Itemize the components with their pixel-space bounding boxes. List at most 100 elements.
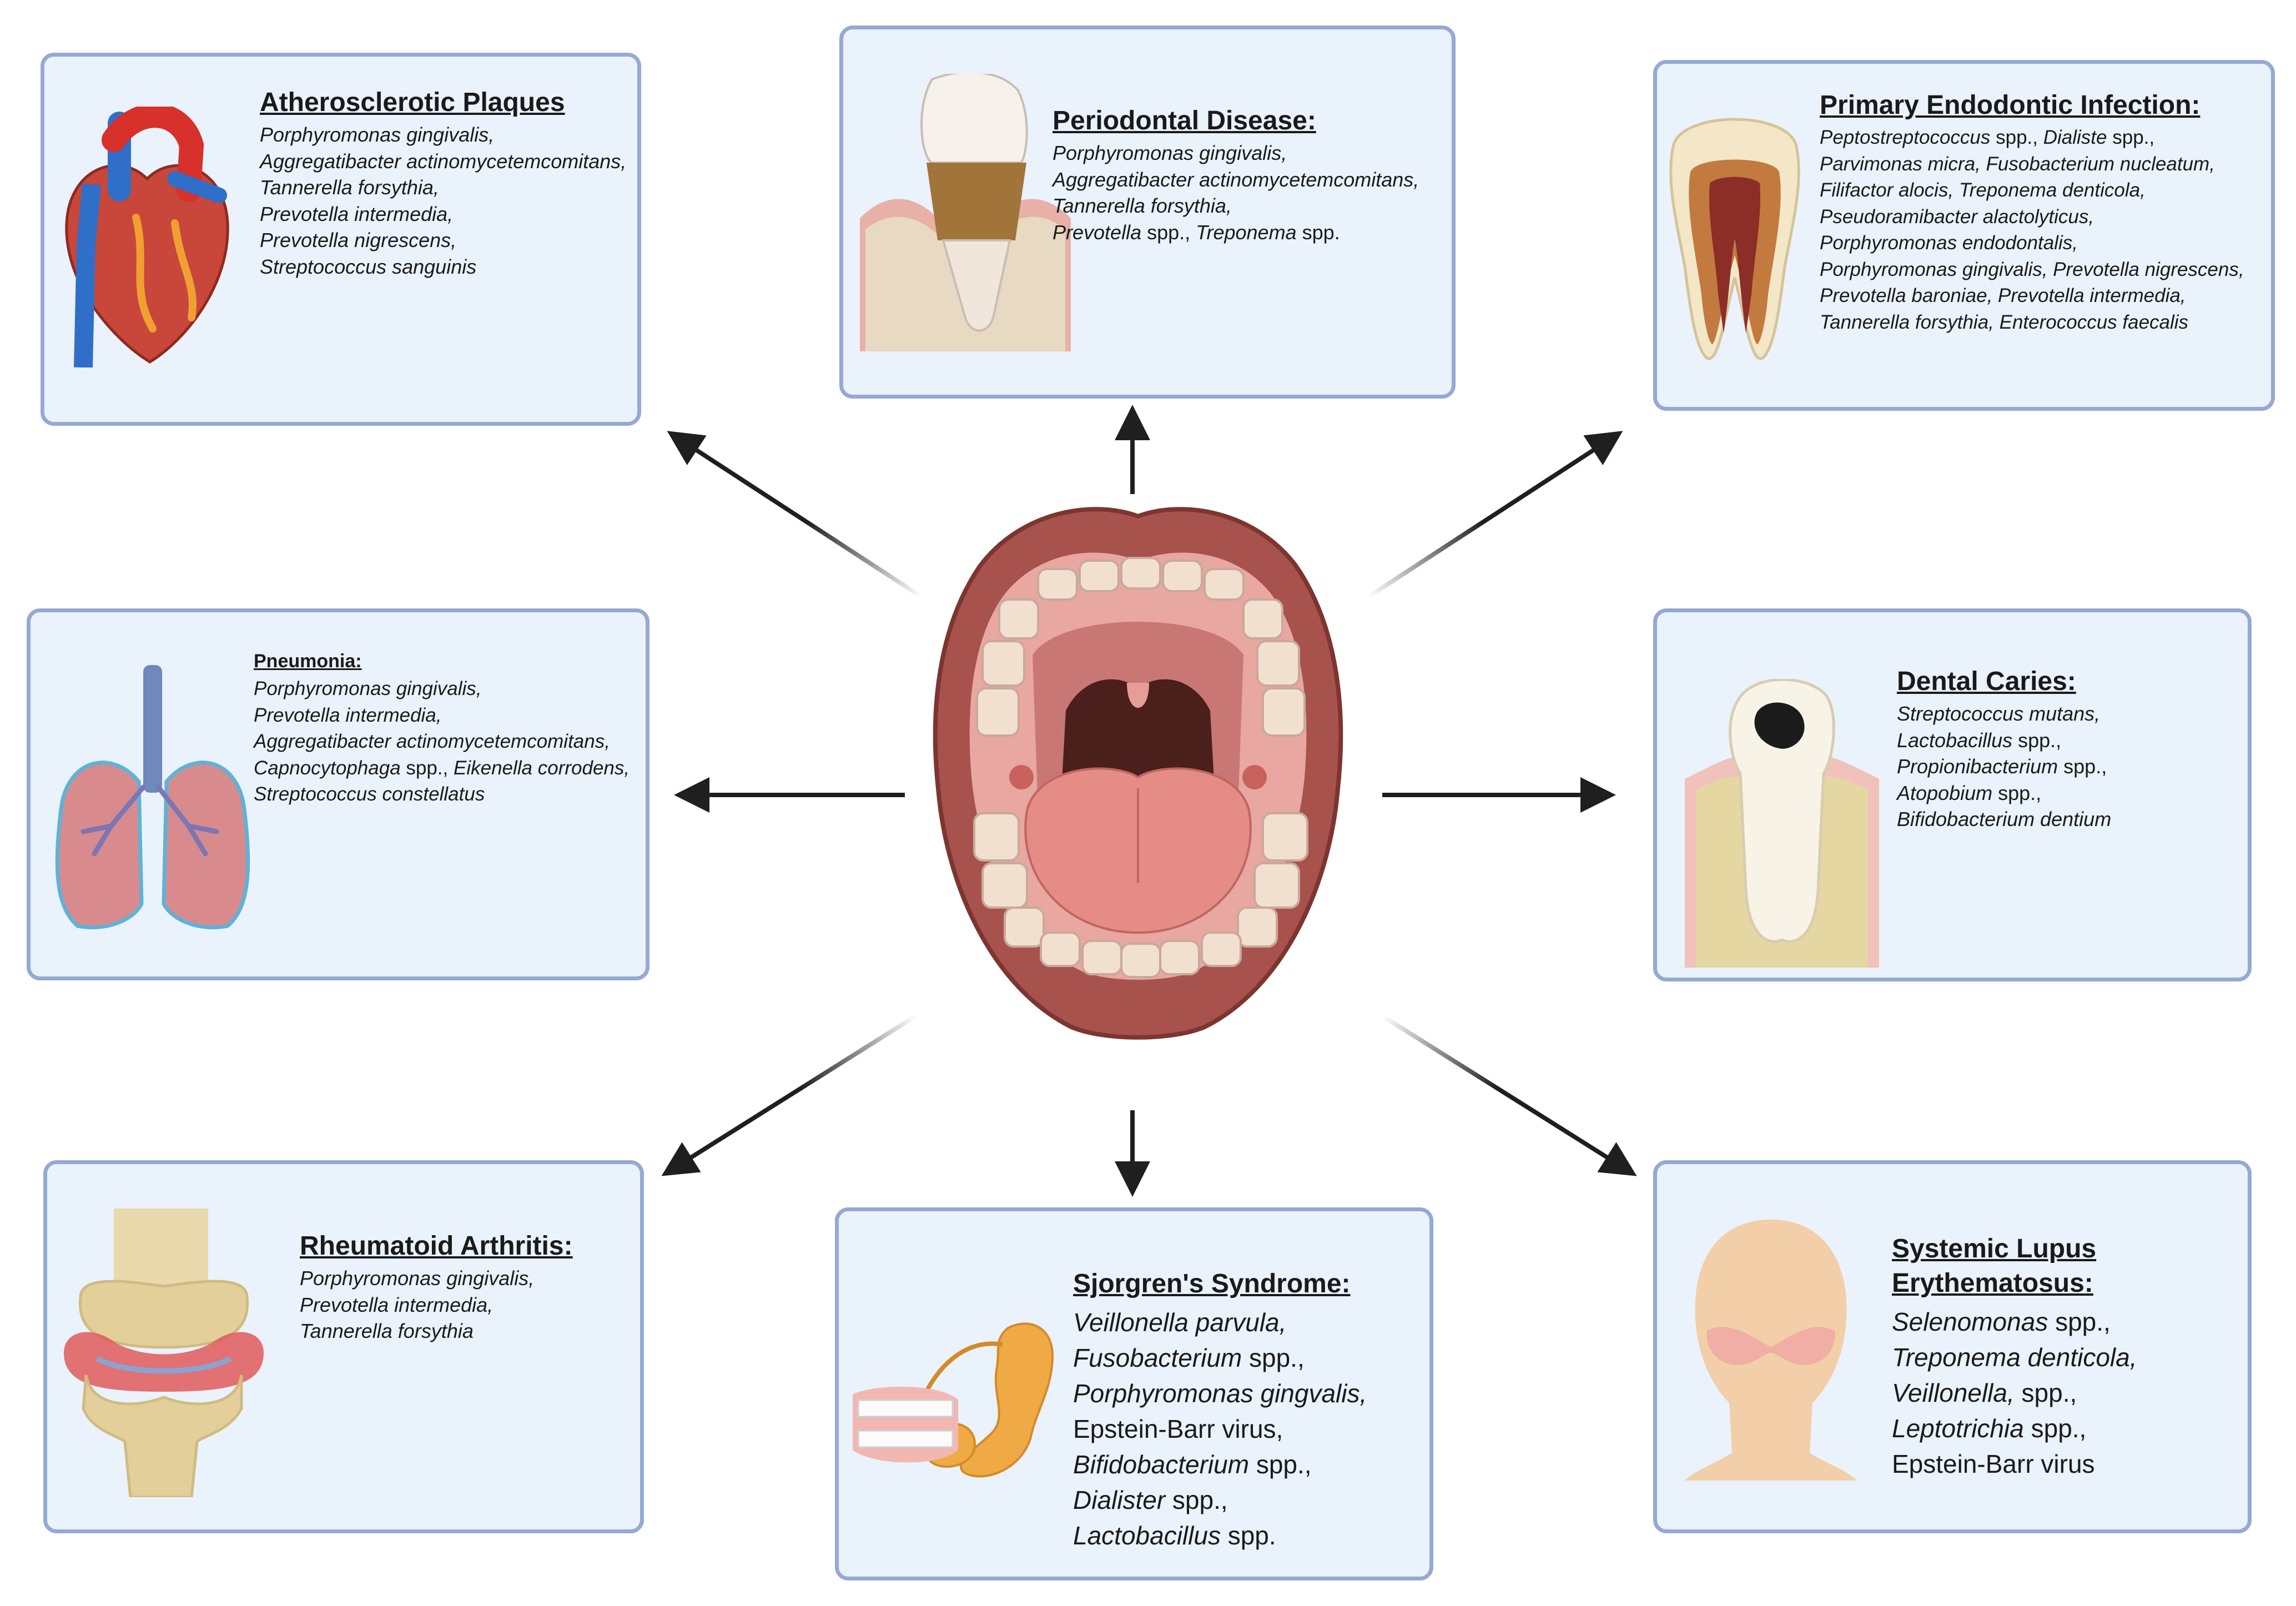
dental-caries-title: Dental Caries:: [1897, 667, 2076, 696]
bacteria-list-item: Porphyromonas gingivalis, Prevotella nig…: [1820, 256, 2244, 283]
organism-qualifier: Epstein-Barr virus,: [1073, 1414, 1283, 1443]
organism-name: Lactobacillus: [1073, 1521, 1221, 1550]
organism-name: Aggregatibacter actinomycetemcomitans,: [260, 149, 627, 173]
pneumonia-title: Pneumonia:: [254, 651, 362, 672]
bacteria-list-item: Veillonella parvula,: [1073, 1305, 1367, 1340]
bacteria-list-item: Fusobacterium spp.,: [1073, 1340, 1367, 1376]
salivary-gland-icon: [853, 1322, 1054, 1478]
periodontal-disease-box: Periodontal Disease: Porphyromonas gingi…: [839, 26, 1456, 399]
organism-name: Peptostreptococcus: [1820, 127, 1991, 148]
periodontal-disease-title: Periodontal Disease:: [1053, 106, 1316, 135]
primary-endodontic-infection-box: Primary Endodontic Infection: Peptostrep…: [1653, 60, 2275, 411]
endodontic-tooth-icon: [1669, 118, 1800, 360]
organism-qualifier: spp.,: [2048, 1307, 2111, 1336]
bacteria-list-item: Porphyromonas endodontalis,: [1820, 230, 2244, 256]
open-mouth-illustration: [933, 507, 1343, 1040]
organism-qualifier: spp.,: [1249, 1450, 1312, 1479]
bacteria-list-item: Prevotella intermedia,: [300, 1292, 573, 1318]
heart-icon: [65, 107, 229, 367]
bacteria-list-item: Epstein-Barr virus: [1892, 1446, 2137, 1482]
organism-name: Tannerella forsythia: [300, 1320, 474, 1342]
bacteria-list-item: Parvimonas micra, Fusobacterium nucleatu…: [1820, 151, 2244, 178]
bacteria-list-item: Porphyromonas gingvalis,: [1073, 1376, 1367, 1411]
carious-tooth-icon: [1685, 679, 1879, 968]
organism-name: Tannerella forsythia,: [1053, 194, 1232, 217]
organism-name: Pseudoramibacter alactolyticus,: [1820, 205, 2094, 228]
bacteria-list-item: Dialister spp.,: [1073, 1482, 1367, 1518]
bacteria-list-item: Prevotella spp., Treponema spp.: [1053, 219, 1419, 246]
organism-name: Veillonella parvula,: [1073, 1308, 1287, 1337]
organism-name: Prevotella baroniae, Prevotella intermed…: [1820, 285, 2186, 306]
bacteria-list-item: Porphyromonas gingivalis,: [1053, 140, 1419, 167]
organism-name: Fusobacterium: [1073, 1343, 1242, 1372]
organism-name: Tannerella forsythia,: [260, 176, 439, 199]
organism-name: Streptococcus mutans,: [1897, 702, 2101, 725]
organism-name: Bifidobacterium: [1073, 1450, 1250, 1479]
organism-name: Porphyromonas gingivalis,: [300, 1267, 535, 1290]
bacteria-list-item: Filifactor alocis, Treponema denticola,: [1820, 177, 2244, 204]
organism-qualifier: spp.,: [1992, 781, 2042, 804]
bacteria-list-item: Porphyromonas gingivalis,: [300, 1265, 573, 1292]
arrow-to-endodontic: [1367, 431, 1623, 599]
organism-name: Aggregatibacter actinomycetemcomitans,: [1053, 168, 1419, 191]
organism-qualifier: spp.,: [1165, 1486, 1228, 1514]
organism-name: Selenomonas: [1892, 1307, 2048, 1336]
organism-qualifier: spp.,: [2023, 1414, 2087, 1443]
organism-name: Dialiste: [2043, 127, 2107, 148]
bacteria-list-item: Tannerella forsythia, Enterococcus faeca…: [1820, 309, 2244, 336]
bacteria-list-item: Tannerella forsythia: [300, 1318, 573, 1345]
bacteria-list-item: Epstein-Barr virus,: [1073, 1411, 1367, 1447]
sjogren-bacteria-list: Veillonella parvula, Fusobacterium spp., P…: [1073, 1305, 1367, 1553]
bacteria-list-item: Treponema denticola,: [1892, 1340, 2137, 1375]
organism-name: Filifactor alocis, Treponema denticola,: [1820, 179, 2146, 201]
organism-qualifier: spp.,: [1242, 1343, 1305, 1372]
rheumatoid-arthritis-box: Rheumatoid Arthritis: Porphyromonas ging…: [43, 1160, 644, 1533]
organism-qualifier: spp.,: [400, 757, 454, 779]
bacteria-list-item: Aggregatibacter actinomycetemcomitans,: [1053, 167, 1419, 193]
knee-joint-icon: [64, 1209, 264, 1497]
arrow-to-arthritis: [661, 1014, 918, 1176]
bacteria-list-item: Atopobium spp.,: [1897, 780, 2111, 807]
organism-name: Porphyromonas endodontalis,: [1820, 232, 2078, 254]
bacteria-list-item: Prevotella nigrescens,: [260, 227, 626, 254]
bacteria-list-item: Prevotella intermedia,: [260, 201, 626, 228]
bacteria-list-item: Porphyromonas gingivalis,: [254, 676, 630, 702]
bacteria-list-item: Leptotrichia spp.,: [1892, 1411, 2137, 1446]
organism-qualifier: spp.: [1220, 1521, 1276, 1550]
arrow-to-atherosclerotic: [667, 431, 923, 599]
organism-qualifier: spp.,: [2107, 127, 2155, 148]
organism-name: Porphyromonas gingvalis,: [1073, 1379, 1367, 1408]
organism-name: Streptococcus constellatus: [254, 783, 485, 805]
caries-bacteria-list: Streptococcus mutans,Lactobacillus spp.,…: [1897, 701, 2111, 833]
dental-caries-box: Dental Caries: Streptococcus mutans,Lact…: [1653, 608, 2252, 981]
organism-name: Veillonella,: [1892, 1378, 2015, 1407]
organism-name: Prevotella intermedia,: [260, 202, 454, 225]
organism-name: Prevotella intermedia,: [254, 704, 442, 726]
periodontal-tooth-icon: [860, 74, 1071, 351]
organism-name: Leptotrichia: [1892, 1414, 2024, 1443]
rheumatoid-arthritis-title: Rheumatoid Arthritis:: [300, 1231, 573, 1261]
organism-name: Prevotella nigrescens,: [260, 229, 457, 251]
bacteria-list-item: Veillonella, spp.,: [1892, 1375, 2137, 1411]
organism-qualifier: spp.: [1296, 220, 1340, 244]
bacteria-list-item: Bifidobacterium spp.,: [1073, 1447, 1367, 1482]
pneumonia-box: Pneumonia: Porphyromonas gingivalis,Prev…: [27, 608, 649, 980]
organism-name: Dialister: [1073, 1486, 1166, 1514]
organism-name: Propionibacterium: [1897, 755, 2058, 778]
organism-name: Atopobium: [1897, 781, 1993, 804]
bacteria-list-item: Porphyromonas gingivalis,: [260, 122, 626, 148]
bacteria-list-item: Streptococcus mutans,: [1897, 701, 2111, 727]
bacteria-list-item: Propionibacterium spp.,: [1897, 753, 2111, 780]
organism-name: Eikenella corrodens,: [453, 757, 630, 779]
organism-name: Porphyromonas gingivalis,: [260, 123, 495, 146]
arrow-to-lupus: [1381, 1014, 1637, 1176]
organism-name: Prevotella intermedia,: [300, 1293, 494, 1316]
organism-name: Porphyromonas gingivalis,: [1053, 142, 1287, 164]
organism-name: Parvimonas micra, Fusobacterium nucleatu…: [1820, 153, 2215, 175]
organism-name: Tannerella forsythia, Enterococcus faeca…: [1820, 311, 2189, 333]
systemic-lupus-title-line-2: Erythematosus:: [1892, 1268, 2093, 1298]
organism-qualifier: spp.,: [1990, 127, 2043, 148]
organism-name: Aggregatibacter actinomycetemcomitans,: [254, 731, 610, 752]
periodontal-bacteria-list: Porphyromonas gingivalis, Aggregatibacter…: [1053, 140, 1419, 245]
